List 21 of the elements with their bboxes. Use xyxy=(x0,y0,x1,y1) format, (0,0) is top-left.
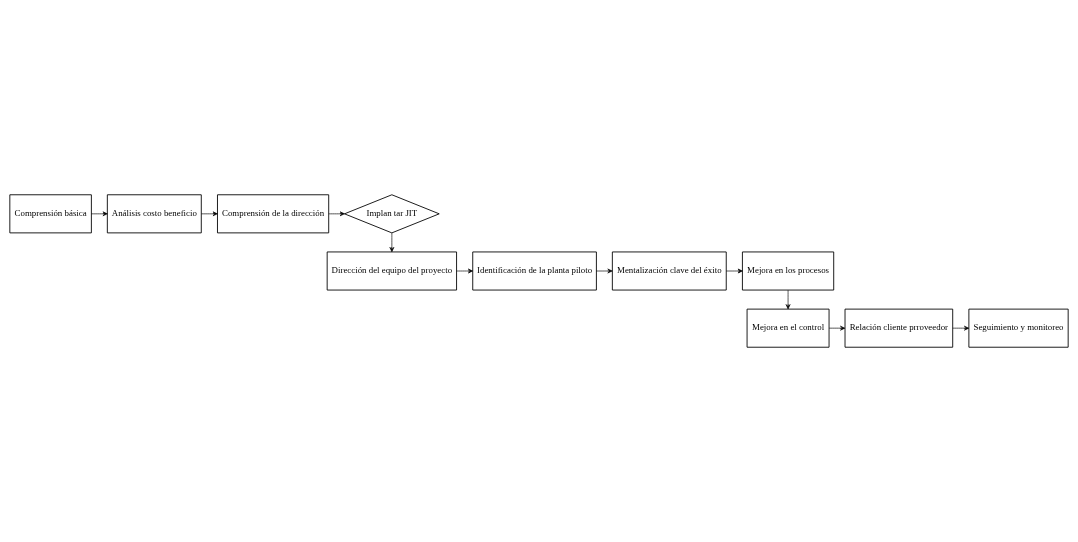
arrow xyxy=(828,325,846,331)
node-box: Comprensión de la dirección xyxy=(217,194,330,234)
arrow xyxy=(725,268,743,274)
node-box: Comprensión básica xyxy=(9,194,92,234)
node-box: Mentalización clave del éxito xyxy=(611,251,727,291)
node-box: Seguimiento y monitoreo xyxy=(968,308,1069,348)
arrow xyxy=(91,211,108,217)
node-box: Mejora en el control xyxy=(746,308,830,348)
arrow xyxy=(456,268,473,274)
arrow xyxy=(328,211,345,217)
node-box: Mejora en los procesos xyxy=(741,251,835,291)
arrow xyxy=(201,211,218,217)
node-box: Identificación de la planta piloto xyxy=(472,251,597,291)
node-box: Relación cliente prroveedor xyxy=(844,308,954,348)
node-box: Análisis costo beneficio xyxy=(106,194,202,234)
arrow xyxy=(785,289,791,310)
arrow xyxy=(389,232,395,253)
node-diamond: Implan tar JIT xyxy=(344,194,440,234)
node-box: Dirección del equipo del proyecto xyxy=(326,251,457,291)
arrow xyxy=(952,325,970,331)
arrow xyxy=(596,268,613,274)
